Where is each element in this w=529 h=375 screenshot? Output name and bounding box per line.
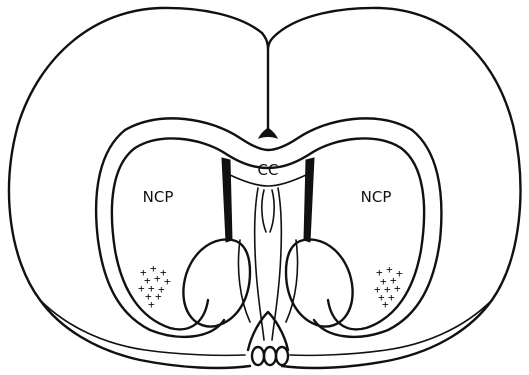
left-striatum	[112, 138, 223, 329]
optic-loop-mid	[264, 347, 276, 365]
marker-plus: +	[396, 267, 403, 280]
ventral-edge-left	[40, 300, 245, 355]
fissure-base	[259, 128, 277, 138]
marker-cluster-left: + + + + + + + + + + + +	[138, 262, 171, 311]
label-ncp-right: NCP	[361, 188, 392, 206]
ventral-notch	[248, 312, 288, 350]
marker-plus: +	[138, 282, 145, 295]
marker-plus: +	[394, 282, 401, 295]
label-ncp-left: NCP	[143, 188, 174, 206]
optic-loop-right	[276, 347, 288, 365]
right-striatum	[313, 138, 424, 329]
marker-plus: +	[148, 298, 155, 311]
optic-loop-left	[252, 347, 264, 365]
left-ventricle	[222, 158, 232, 242]
septum-inner-left	[262, 190, 266, 232]
marker-plus: +	[155, 290, 162, 303]
left-cortex-boundary	[96, 130, 224, 337]
marker-plus: +	[164, 275, 171, 288]
midline-fissure	[262, 33, 278, 132]
marker-plus: +	[382, 298, 389, 311]
right-ventricle	[304, 158, 314, 242]
marker-plus: +	[388, 291, 395, 304]
septum-inner-right	[270, 190, 274, 232]
label-cc: CC	[258, 161, 279, 179]
